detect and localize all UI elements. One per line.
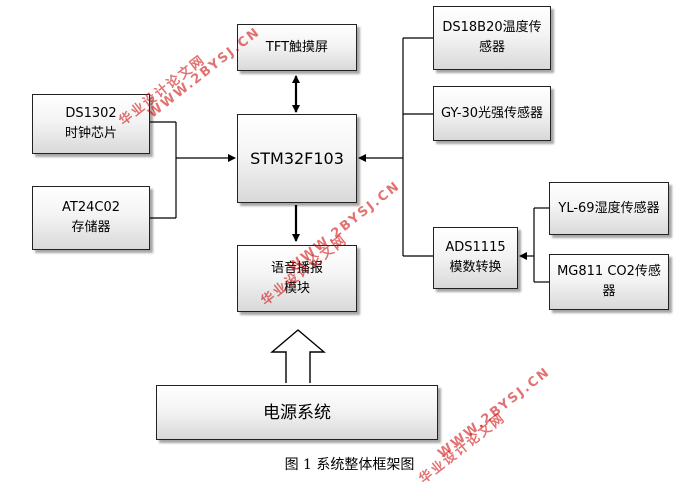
voice-module-block: 语音播报 模块: [237, 245, 357, 312]
power-label: 电源系统: [263, 402, 331, 423]
ds1302-label: DS1302 时钟芯片: [64, 106, 117, 141]
mcu-label: STM32F103: [250, 148, 344, 168]
tft-touchscreen-block: TFT触摸屏: [237, 24, 357, 71]
mg811-sensor-block: MG811 CO2传感 器: [549, 254, 669, 310]
yl69-sensor-block: YL-69湿度传感器: [549, 182, 669, 235]
stm32-mcu-block: STM32F103: [237, 114, 357, 203]
ads1115-label: ADS1115 模数转换: [445, 240, 506, 275]
tft-label: TFT触摸屏: [265, 39, 329, 55]
power-arrow: [270, 329, 326, 383]
mg811-label: MG811 CO2传感 器: [557, 264, 661, 299]
figure-caption: 图 1 系统整体框架图: [284, 457, 415, 473]
gy30-sensor-block: GY-30光强传感器: [433, 86, 551, 141]
power-system-block: 电源系统: [156, 385, 438, 440]
yl69-label: YL-69湿度传感器: [558, 200, 660, 216]
ds18b20-sensor-block: DS18B20温度传 感器: [433, 6, 551, 70]
voice-label: 语音播报 模块: [270, 260, 323, 296]
ads1115-adc-block: ADS1115 模数转换: [433, 227, 518, 289]
at24c02-memory-block: AT24C02 存储器: [32, 186, 150, 250]
ds18b20-label: DS18B20温度传 感器: [442, 20, 542, 55]
at24c02-label: AT24C02 存储器: [62, 200, 120, 235]
ds1302-clock-block: DS1302 时钟芯片: [32, 94, 150, 154]
gy30-label: GY-30光强传感器: [440, 105, 544, 121]
